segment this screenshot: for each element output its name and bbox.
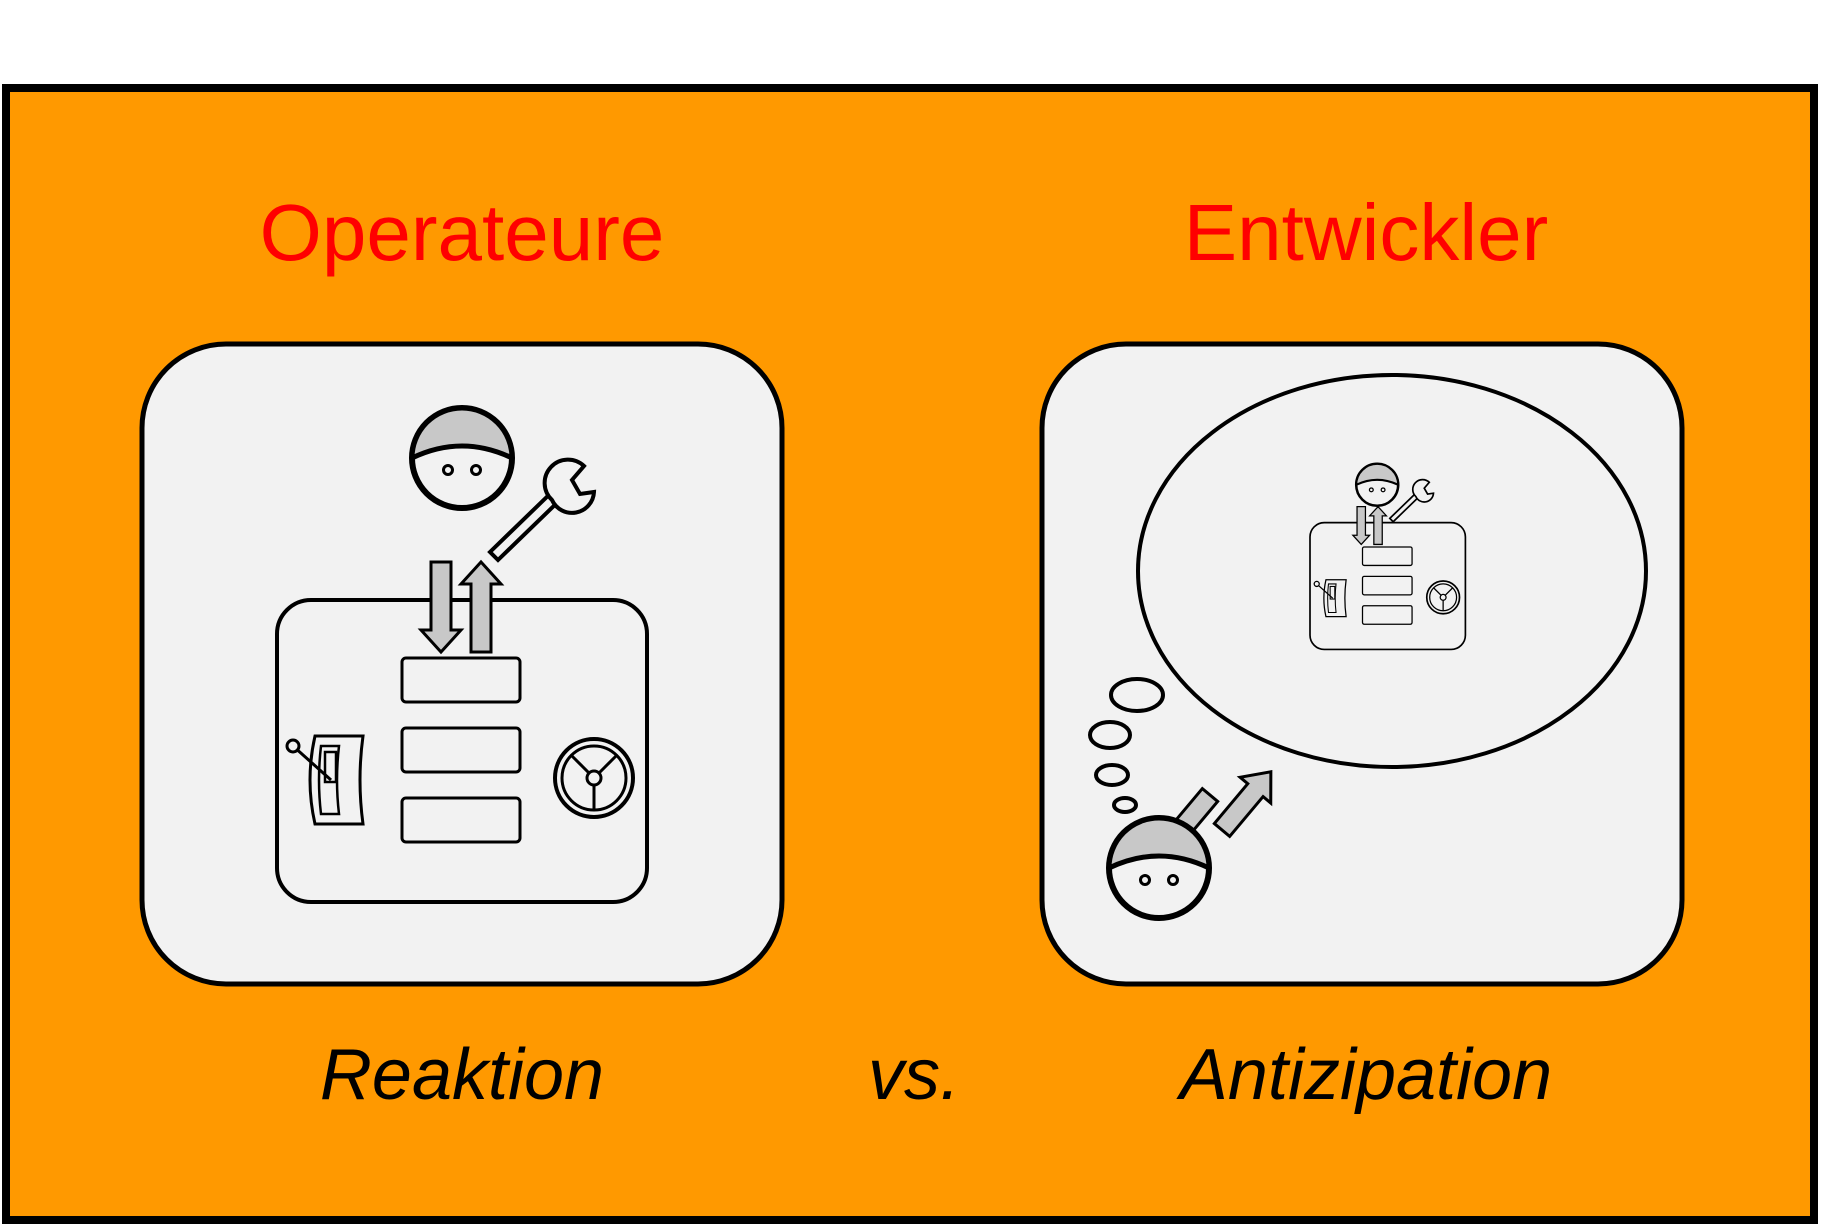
reaction-caption: Reaktion xyxy=(319,1035,605,1115)
developer-head-icon xyxy=(1109,818,1209,918)
versus-caption: vs. xyxy=(867,1035,960,1115)
operator-head-icon xyxy=(412,408,512,508)
operators-title: Operateure xyxy=(259,188,665,277)
control-panel-icon xyxy=(275,598,649,904)
developers-title: Entwickler xyxy=(1183,188,1549,277)
anticipation-caption: Antizipation xyxy=(1179,1035,1553,1115)
